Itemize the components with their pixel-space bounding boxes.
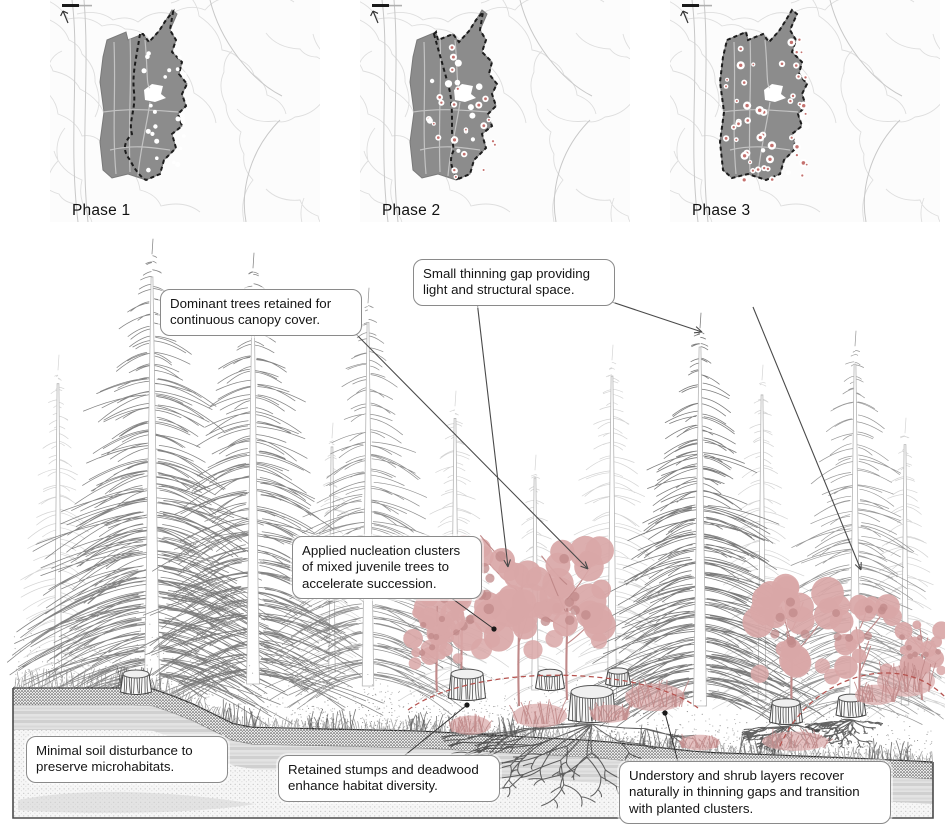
callout-thinning-gap: Small thinning gap providing light and s… <box>413 259 615 306</box>
grass-layer <box>14 666 933 763</box>
phase-3-label: Phase 3 <box>692 202 751 219</box>
north-arrow-icon <box>680 10 689 24</box>
callout-nucleation-clusters: Applied nucleation clusters of mixed juv… <box>292 536 482 600</box>
planting-dots <box>425 44 498 180</box>
phase-2-label: Phase 2 <box>382 202 441 219</box>
phase-3-map <box>670 0 940 222</box>
scale-bar-icon <box>682 4 712 7</box>
callout-understory-recovery: Understory and shrub layers recover natu… <box>619 761 891 825</box>
scale-bar-icon <box>62 4 92 7</box>
management-boundary <box>432 8 499 181</box>
callout-retained-stumps: Retained stumps and deadwood enhance hab… <box>278 755 500 802</box>
pink-cluster-trees <box>403 535 945 719</box>
callout-dominant-trees: Dominant trees retained for continuous c… <box>160 289 362 336</box>
north-arrow-icon <box>370 10 379 24</box>
callout-soil-disturbance: Minimal soil disturbance to preserve mic… <box>26 736 228 783</box>
north-arrow-icon <box>60 10 69 24</box>
phase-2-map <box>360 0 630 222</box>
management-boundary <box>718 8 809 182</box>
scale-bar-icon <box>372 4 402 7</box>
understory-shrubs <box>448 659 937 751</box>
cluster-extent-dashed-arcs <box>407 672 945 747</box>
planting-dots <box>141 51 187 173</box>
annotation-arrows <box>351 296 862 763</box>
phase-1-label: Phase 1 <box>72 202 131 219</box>
management-boundary <box>124 8 189 182</box>
planting-dots <box>722 36 810 184</box>
phase-1-map <box>50 0 320 222</box>
